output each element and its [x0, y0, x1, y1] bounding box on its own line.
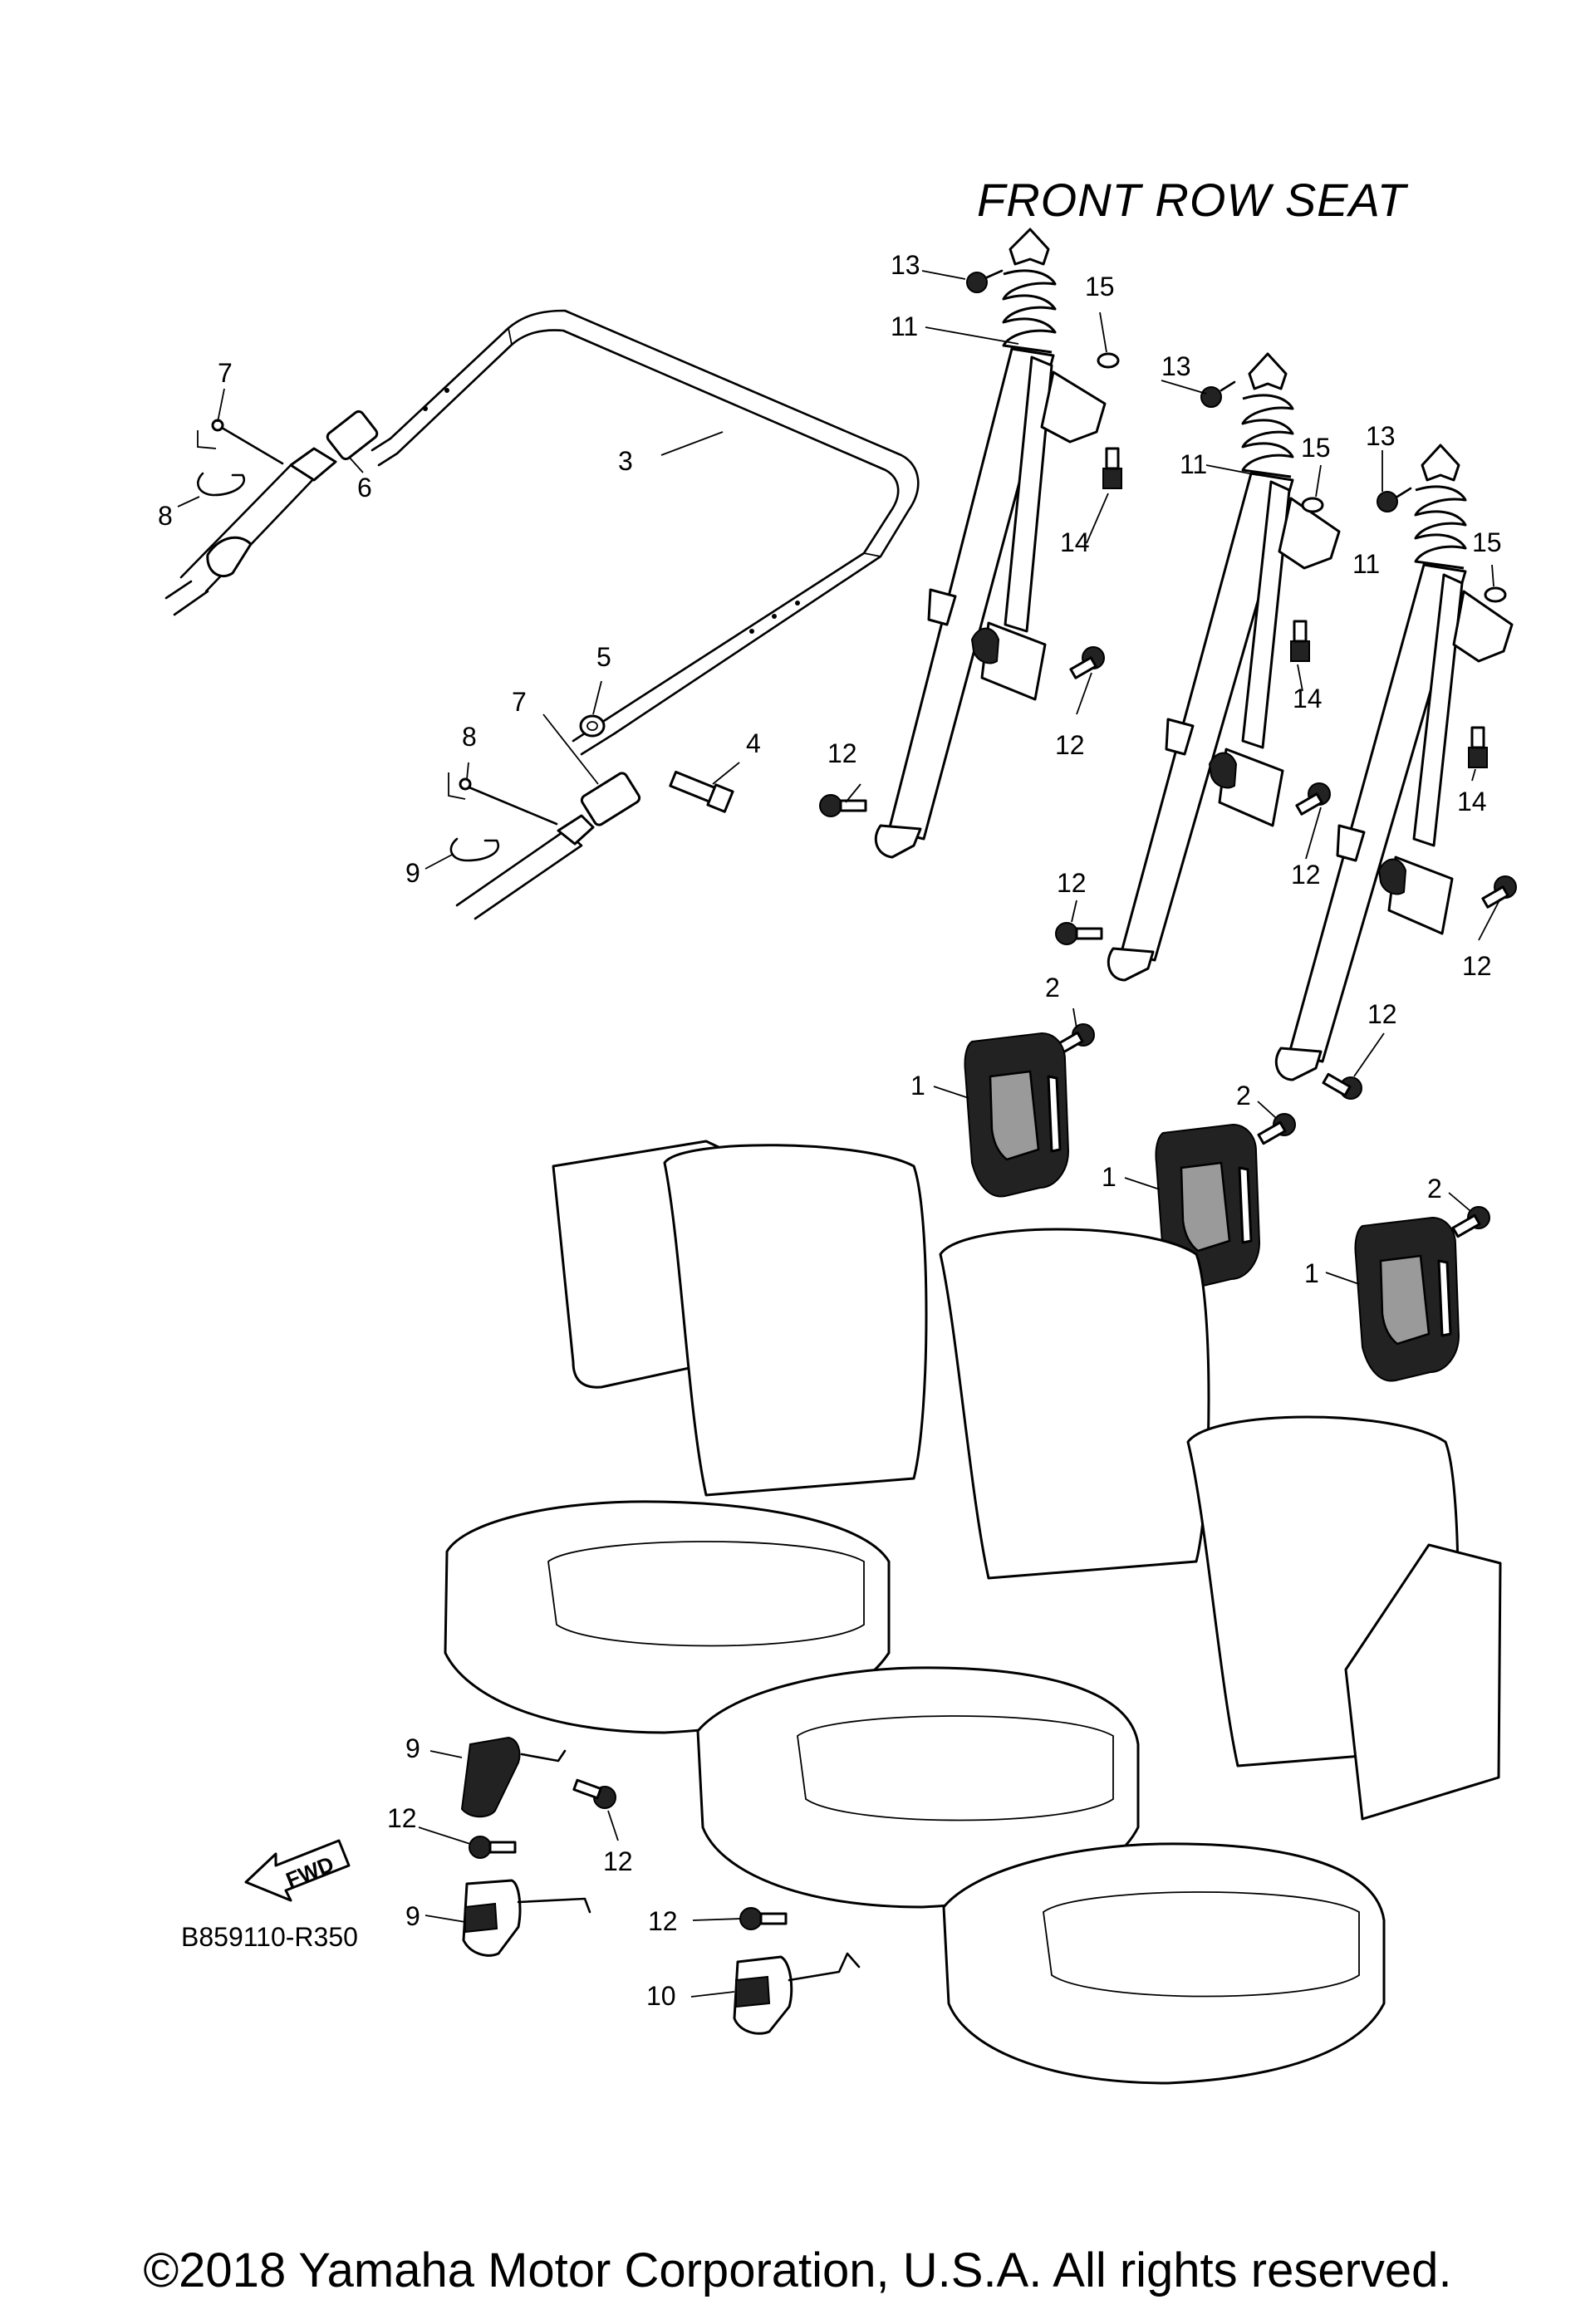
callout-label: 2	[1236, 1081, 1251, 1111]
leader-lines	[177, 270, 1501, 1998]
washer-15-center[interactable]	[1301, 497, 1324, 513]
bolt-4[interactable]	[669, 770, 734, 813]
seat-belt-left[interactable]	[874, 228, 1107, 859]
callout-numbers: 7 8 6 3 5 7 4 8 9 13 11 15 14 12 12 13 1…	[158, 250, 1502, 2011]
nut-5[interactable]	[579, 714, 606, 738]
callout-label: 9	[405, 858, 420, 888]
callout-label: 13	[891, 250, 920, 280]
bolt-12-buckle-upper[interactable]	[572, 1778, 616, 1809]
diagram-title: FRONT ROW SEAT	[977, 174, 1406, 226]
callout-label: 1	[1102, 1162, 1116, 1192]
callout-label: 14	[1060, 527, 1090, 557]
bolt-12-buckle-lower[interactable]	[739, 1907, 788, 1930]
seat-right	[942, 1415, 1502, 2085]
diagram-code: B859110-R350	[181, 1922, 358, 1952]
seat-belt-right[interactable]	[1274, 444, 1514, 1081]
callout-label: 2	[1427, 1174, 1442, 1204]
callout-label: 9	[405, 1733, 420, 1763]
buckle-10[interactable]	[733, 1952, 861, 2035]
callout-label: 8	[158, 501, 173, 531]
bolt-12-e[interactable]	[1481, 875, 1517, 909]
bolt-12-buckle-mid[interactable]	[469, 1836, 517, 1859]
bolt-12-f[interactable]	[1322, 1072, 1362, 1100]
callout-label: 12	[1367, 999, 1397, 1029]
callout-label: 8	[462, 722, 477, 752]
callout-label: 3	[618, 446, 633, 476]
callout-label: 11	[1180, 449, 1207, 479]
callout-label: 12	[387, 1803, 417, 1833]
buckle-9-upper[interactable]	[460, 1736, 567, 1818]
callout-label: 4	[746, 728, 761, 758]
washer-15-right[interactable]	[1484, 586, 1507, 603]
callout-label: 12	[603, 1846, 633, 1876]
lower-left-pipe-assembly[interactable]	[448, 772, 641, 920]
bolt-2-right[interactable]	[1451, 1206, 1490, 1238]
upper-left-pipe-assembly[interactable]	[164, 409, 379, 616]
callout-label: 12	[827, 738, 857, 768]
roll-bar[interactable]	[371, 309, 920, 756]
callout-label: 15	[1472, 527, 1502, 557]
fwd-arrow-icon: FWD	[244, 1839, 351, 1902]
callout-label: 9	[405, 1901, 420, 1931]
bolt-14-right[interactable]	[1468, 726, 1488, 768]
bolt-12-a[interactable]	[819, 794, 867, 817]
bolt-13-right[interactable]	[1377, 487, 1412, 512]
copyright-notice: ©2018 Yamaha Motor Corporation, U.S.A. A…	[143, 2243, 1452, 2297]
callout-label: 12	[1055, 730, 1085, 760]
bolt-2-center[interactable]	[1257, 1113, 1296, 1145]
callout-label: 1	[1304, 1258, 1319, 1288]
buckle-9-lower[interactable]	[462, 1879, 591, 1957]
bolt-14-left[interactable]	[1102, 447, 1122, 489]
seat-belt-center[interactable]	[1107, 352, 1341, 982]
callout-label: 14	[1293, 684, 1323, 713]
seat-left	[444, 1140, 928, 1734]
callout-label: 13	[1366, 421, 1396, 451]
callout-label: 12	[648, 1906, 678, 1936]
bolt-12-b[interactable]	[1069, 646, 1105, 679]
bolt-12-c[interactable]	[1055, 922, 1103, 945]
headrest-cover-left[interactable]	[964, 1032, 1070, 1198]
callout-label: 10	[646, 1981, 676, 2011]
washer-15-left[interactable]	[1097, 352, 1120, 369]
callout-label: 11	[1352, 549, 1380, 579]
callout-label: 11	[891, 311, 918, 341]
seat-center	[696, 1228, 1210, 1909]
callout-label: 7	[512, 687, 527, 717]
callout-label: 5	[596, 642, 611, 672]
callout-label: 12	[1057, 868, 1087, 898]
callout-label: 15	[1301, 433, 1331, 463]
callout-label: 1	[910, 1071, 925, 1101]
callout-label: 7	[218, 358, 233, 388]
bolt-14-center[interactable]	[1290, 620, 1310, 662]
callout-label: 13	[1161, 351, 1191, 381]
callout-label: 14	[1457, 787, 1487, 816]
headrest-cover-right[interactable]	[1354, 1216, 1460, 1382]
callout-label: 6	[357, 473, 372, 503]
bolt-13-left[interactable]	[966, 269, 1004, 293]
callout-label: 15	[1085, 272, 1115, 302]
bolt-12-d[interactable]	[1295, 782, 1331, 816]
callout-label: 12	[1291, 860, 1321, 890]
bolt-13-center[interactable]	[1200, 380, 1236, 408]
callout-label: 2	[1045, 973, 1060, 1003]
callout-label: 12	[1462, 951, 1492, 981]
